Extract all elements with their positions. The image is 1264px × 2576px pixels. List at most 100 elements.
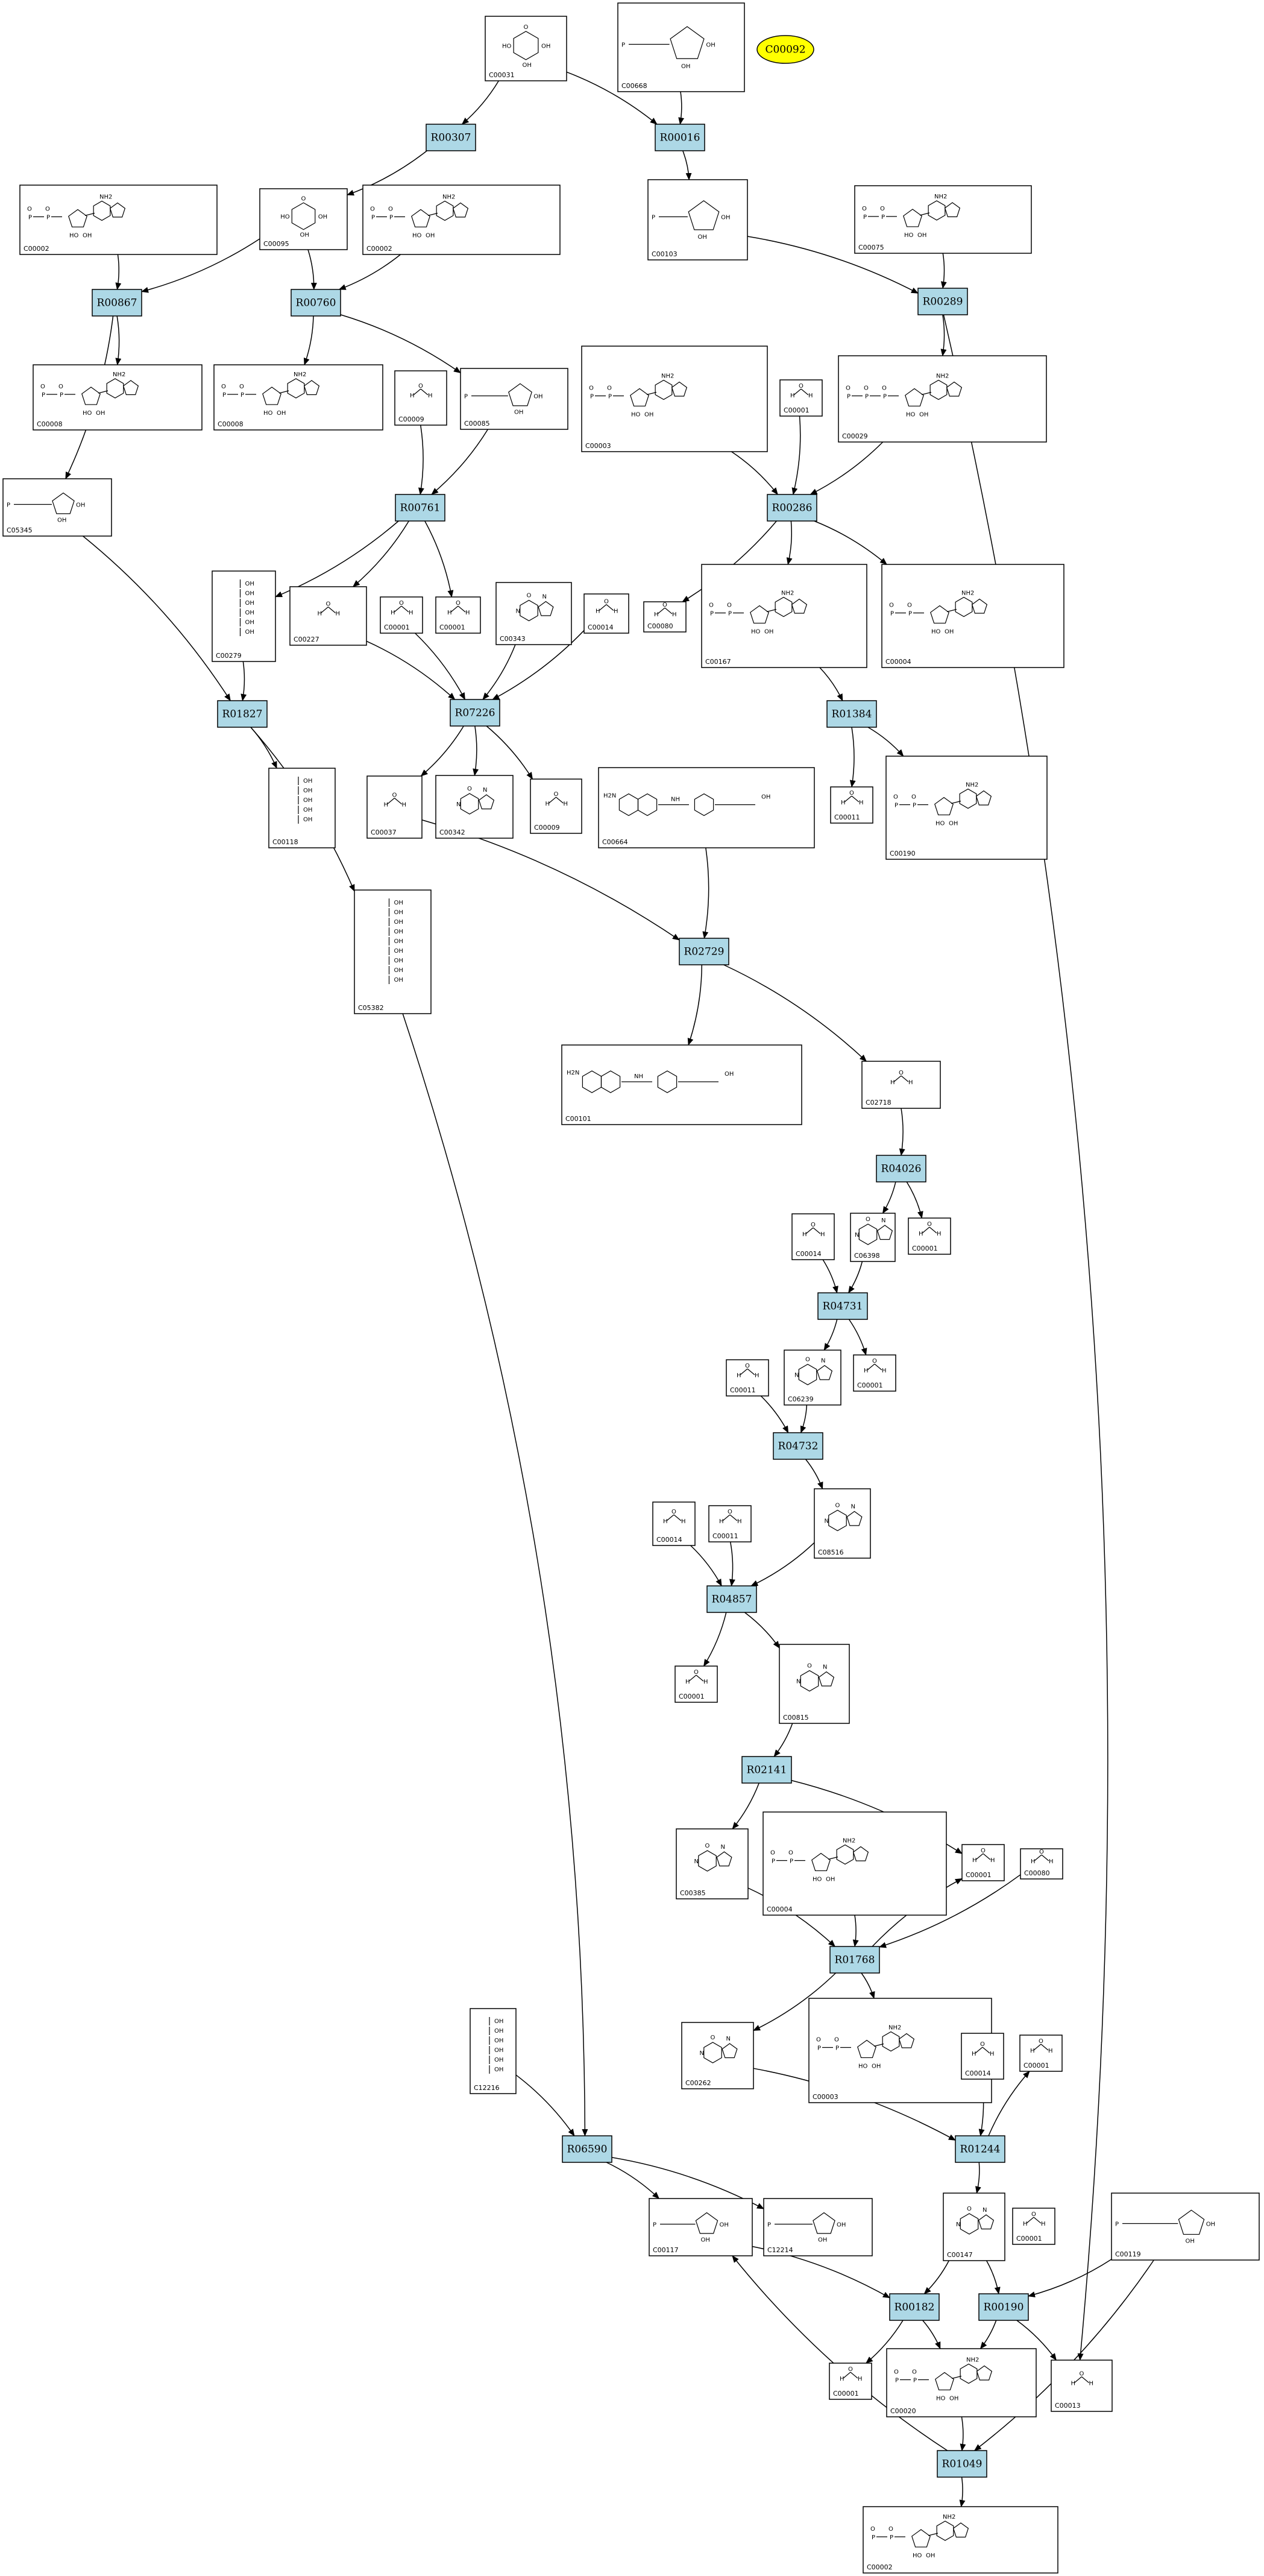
reaction-r01827[interactable]: R01827 xyxy=(217,700,268,728)
atom-label: O xyxy=(981,1848,986,1854)
reaction-r06590[interactable]: R06590 xyxy=(562,2135,612,2163)
reaction-r00307[interactable]: R00307 xyxy=(426,124,476,151)
compound-id-label: C00117 xyxy=(653,2246,679,2254)
reaction-r02141[interactable]: R02141 xyxy=(741,1756,792,1784)
reaction-r01049[interactable]: R01049 xyxy=(937,2450,987,2478)
atom-label: O xyxy=(816,2037,821,2044)
atom-label: HO xyxy=(858,2063,868,2070)
atom-label: O xyxy=(889,602,894,609)
atom-label: O xyxy=(805,1357,810,1363)
reaction-r00182[interactable]: R00182 xyxy=(889,2293,940,2321)
edge-arrow xyxy=(141,238,260,293)
reaction-r01768[interactable]: R01768 xyxy=(829,1946,880,1974)
reaction-r00760[interactable]: R00760 xyxy=(291,289,341,317)
reaction-r00867[interactable]: R00867 xyxy=(92,289,142,317)
reaction-r04857[interactable]: R04857 xyxy=(706,1585,757,1613)
reaction-r00190[interactable]: R00190 xyxy=(978,2293,1029,2321)
atom-label: HO xyxy=(913,2552,922,2559)
reaction-r00289[interactable]: R00289 xyxy=(917,288,968,315)
reaction-r00761[interactable]: R00761 xyxy=(395,494,445,522)
reaction-r00286[interactable]: R00286 xyxy=(767,494,817,522)
reaction-r04026[interactable]: R04026 xyxy=(876,1155,926,1182)
compound-id-label: C00227 xyxy=(294,636,319,643)
compound-id-label: C00037 xyxy=(371,829,397,836)
reaction-r01384[interactable]: R01384 xyxy=(826,700,877,728)
highlight-node[interactable]: C00092 xyxy=(756,35,814,64)
atom-label: O xyxy=(392,792,397,799)
reaction-r07226[interactable]: R07226 xyxy=(450,699,500,727)
edge-arrow xyxy=(849,727,856,788)
reaction-r01244[interactable]: R01244 xyxy=(955,2135,1005,2163)
reaction-r02729[interactable]: R02729 xyxy=(679,938,729,965)
atom-label: NH2 xyxy=(294,371,306,378)
reaction-r00016[interactable]: R00016 xyxy=(655,124,705,151)
reaction-label: R04857 xyxy=(712,1594,752,1606)
atom-label: H xyxy=(564,801,568,807)
reaction-r04731[interactable]: R04731 xyxy=(817,1292,868,1320)
reaction-r04732[interactable]: R04732 xyxy=(773,1432,823,1460)
